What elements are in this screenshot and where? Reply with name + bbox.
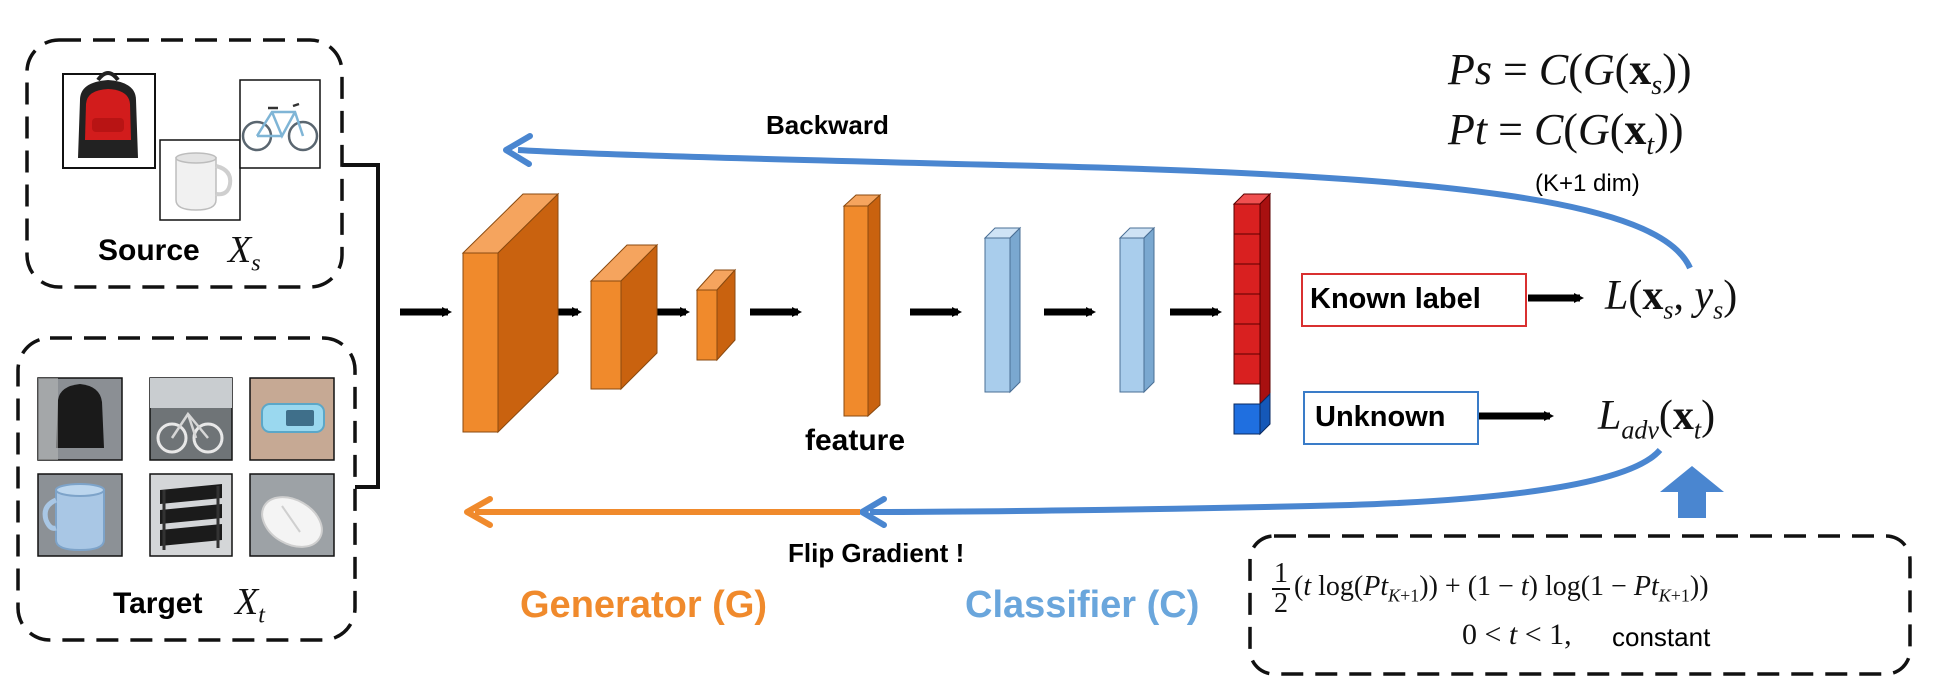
target-label: Target <box>113 587 203 620</box>
target-image-bike <box>149 377 233 461</box>
unknown-box <box>1303 391 1479 445</box>
backward-label: Backward <box>766 110 889 140</box>
output-cell-unknown <box>1233 392 1271 436</box>
source-symbol: Xs <box>228 229 261 277</box>
unknown-text: Unknown <box>1315 401 1446 433</box>
mug-icon <box>159 139 241 221</box>
backward-arrow-head <box>503 133 533 167</box>
feature-block <box>842 193 882 418</box>
classifier-block-1 <box>983 226 1022 394</box>
up-arrow-icon <box>1660 466 1724 518</box>
formula-line-2: 0 < t < 1, <box>1462 618 1572 651</box>
target-image-mug <box>37 473 123 557</box>
formula-line-1: 1 2 (t log(PtK+1)) + (1 − t) log(1 − PtK… <box>1272 558 1709 619</box>
backward-arrow <box>517 147 1693 270</box>
target-image-tray <box>149 473 233 557</box>
formula-box <box>1248 534 1912 676</box>
classifier-block-2 <box>1118 226 1156 394</box>
group-bracket <box>342 163 380 489</box>
classifier-label: Classifier (C) <box>965 584 1200 626</box>
target-image-mouse <box>249 473 335 557</box>
equation-pt: Pt = C(G(xt)) <box>1448 105 1684 161</box>
flip-gradient-label: Flip Gradient ! <box>788 538 965 568</box>
generator-block-1 <box>461 192 560 434</box>
equation-ps: Ps = C(G(xs)) <box>1448 45 1692 101</box>
target-image-phone <box>249 377 335 461</box>
generator-block-2 <box>589 243 659 391</box>
bicycle-icon <box>239 79 321 169</box>
source-label: Source <box>98 234 200 267</box>
flip-gradient-orange-head <box>464 496 493 528</box>
loss-adv: Ladv(xt) <box>1598 393 1716 445</box>
target-image-backpack <box>37 377 123 461</box>
dim-note: (K+1 dim) <box>1535 170 1640 197</box>
target-symbol: Xt <box>235 581 265 629</box>
loss-known: L(xs, ys) <box>1605 273 1738 325</box>
flip-gradient-blue-arrow <box>869 447 1663 515</box>
known-label-box <box>1301 273 1527 327</box>
formula-constant: constant <box>1612 622 1711 652</box>
generator-block-3 <box>695 268 737 362</box>
generator-label: Generator (G) <box>520 584 768 626</box>
backpack-icon <box>62 71 156 169</box>
feature-label: feature <box>805 424 906 457</box>
known-label-text: Known label <box>1310 283 1481 315</box>
flip-gradient-blue-head <box>859 496 887 528</box>
output-stack <box>1232 192 1272 436</box>
